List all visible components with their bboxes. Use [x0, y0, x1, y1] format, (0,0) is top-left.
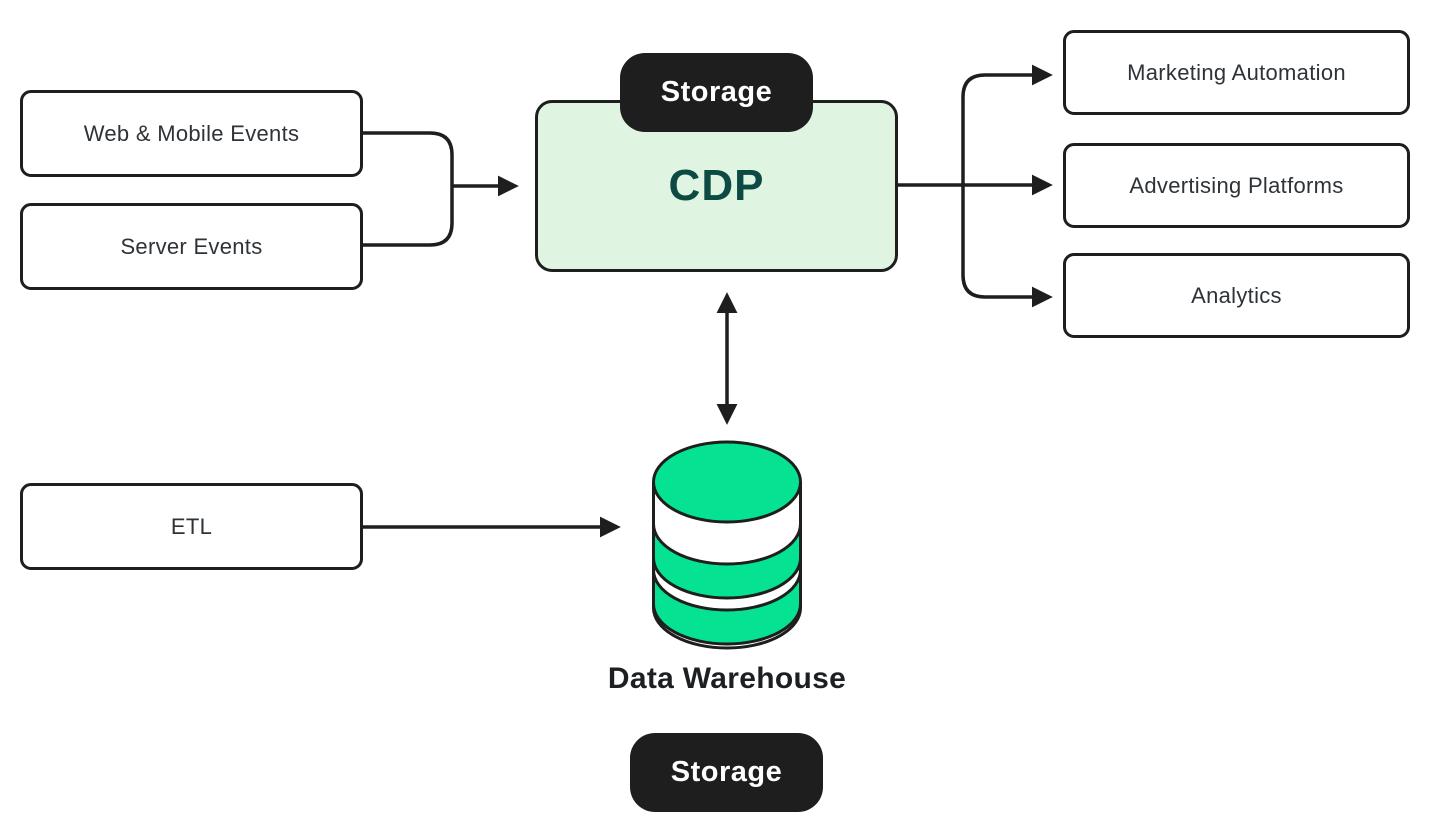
node-label: Marketing Automation: [1127, 59, 1346, 85]
cdp-title: CDP: [668, 161, 765, 210]
node-server-events: Server Events: [20, 203, 363, 290]
node-analytics: Analytics: [1063, 253, 1410, 338]
node-advertising-platforms: Advertising Platforms: [1063, 143, 1410, 228]
cdp-to-marketing-arrow: [961, 64, 1053, 185]
node-label: Web & Mobile Events: [83, 120, 300, 146]
cdp-to-analytics-arrow: [961, 185, 1053, 308]
cdp-storage-badge: Storage: [620, 53, 813, 132]
node-label: Server Events: [120, 233, 263, 259]
node-web-mobile-events: Web & Mobile Events: [20, 90, 363, 177]
node-label: Analytics: [1191, 282, 1282, 308]
warehouse-label: Data Warehouse: [607, 662, 847, 695]
cylinder-stripe: [652, 523, 802, 600]
warehouse-storage-badge: Storage: [630, 733, 823, 812]
node-label: Advertising Platforms: [1129, 172, 1344, 198]
cylinder-stripe: [652, 569, 802, 646]
badge-label: Storage: [670, 756, 783, 788]
node-label: ETL: [170, 513, 213, 539]
node-etl: ETL: [20, 483, 363, 570]
badge-label: Storage: [660, 76, 773, 108]
node-cdp: CDP: [535, 100, 898, 272]
sources-merge-bracket: [363, 131, 454, 247]
cylinder-top: [652, 440, 802, 524]
database-cylinder-icon: [652, 440, 802, 650]
node-marketing-automation: Marketing Automation: [1063, 30, 1410, 115]
